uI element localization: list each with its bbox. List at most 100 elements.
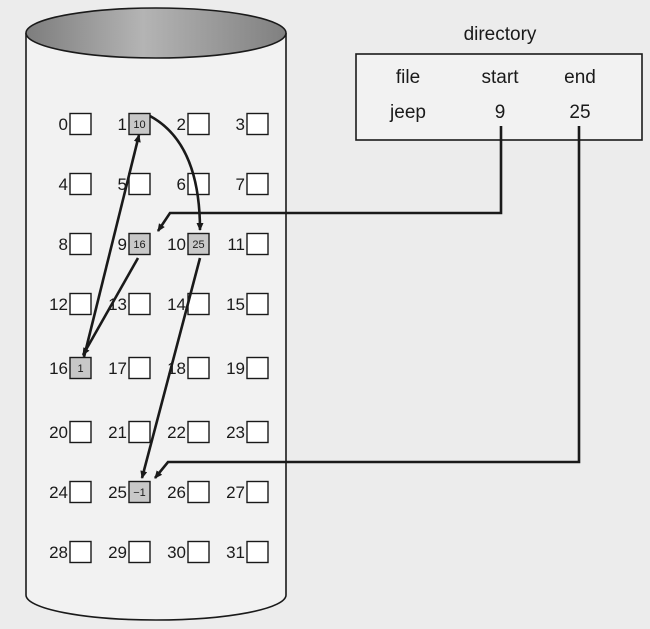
block-number: 22 (167, 423, 186, 442)
block-number: 13 (108, 295, 127, 314)
next-block-pointer: 25 (192, 239, 204, 251)
block-21: 21 (108, 420, 151, 444)
block-box (128, 540, 151, 564)
block-24: 24 (49, 480, 92, 504)
header-start: start (482, 67, 520, 88)
block-number: 10 (167, 235, 186, 254)
block-22: 22 (167, 420, 210, 444)
block-box (128, 356, 151, 380)
block-number: 17 (108, 359, 127, 378)
next-block-pointer: −1 (133, 487, 146, 499)
block-box (187, 420, 210, 444)
block-number: 5 (118, 175, 127, 194)
link-16-to-1 (82, 134, 141, 358)
block-number: 20 (49, 423, 68, 442)
block-box (128, 292, 151, 316)
start-pointer-arrow (156, 126, 503, 232)
block-box (128, 420, 151, 444)
block-box (246, 420, 269, 444)
block-number: 19 (226, 359, 245, 378)
block-0: 0 (59, 112, 92, 136)
block-box (187, 480, 210, 504)
block-number: 4 (59, 175, 68, 194)
block-26: 26 (167, 480, 210, 504)
block-box (246, 112, 269, 136)
block-box (69, 356, 92, 380)
block-number: 9 (118, 235, 127, 254)
directory-box (355, 53, 643, 141)
block-box (187, 356, 210, 380)
block-number: 7 (236, 175, 245, 194)
block-16: 16 1 (49, 356, 92, 380)
block-29: 29 (108, 540, 151, 564)
next-block-pointer: 1 (77, 363, 83, 375)
block-4: 4 (59, 172, 92, 196)
block-number: 8 (59, 235, 68, 254)
block-3: 3 (236, 112, 269, 136)
block-number: 0 (59, 115, 68, 134)
block-number: 29 (108, 543, 127, 562)
entry-start-block: 9 (495, 102, 506, 123)
block-9: 9 16 (118, 232, 151, 256)
block-14: 14 (167, 292, 210, 316)
block-number: 11 (227, 235, 245, 254)
block-number: 21 (108, 423, 127, 442)
block-8: 8 (59, 232, 92, 256)
block-box (187, 172, 210, 196)
block-number: 26 (167, 483, 186, 502)
next-block-pointer: 16 (133, 239, 145, 251)
block-15: 15 (226, 292, 269, 316)
link-9-to-16 (81, 257, 140, 356)
entry-end-block: 25 (569, 102, 590, 123)
block-box (128, 480, 151, 504)
directory-table: directory file start end jeep 9 25 (355, 24, 643, 141)
block-box (69, 292, 92, 316)
block-box (246, 292, 269, 316)
block-box (187, 232, 210, 256)
block-number: 14 (167, 295, 186, 314)
block-box (69, 540, 92, 564)
block-number: 15 (226, 295, 245, 314)
block-box (69, 172, 92, 196)
pointer-arrows (81, 114, 581, 479)
block-number: 30 (167, 543, 186, 562)
block-10: 10 25 (167, 232, 210, 256)
block-23: 23 (226, 420, 269, 444)
block-number: 2 (177, 115, 186, 134)
block-number: 16 (49, 359, 68, 378)
block-28: 28 (49, 540, 92, 564)
block-7: 7 (236, 172, 269, 196)
block-box (246, 356, 269, 380)
block-box (246, 480, 269, 504)
directory-title: directory (464, 24, 537, 45)
block-30: 30 (167, 540, 210, 564)
block-number: 31 (226, 543, 245, 562)
block-25: 25−1 (108, 480, 151, 504)
block-box (187, 540, 210, 564)
block-box (246, 232, 269, 256)
block-number: 27 (226, 483, 245, 502)
block-number: 3 (236, 115, 245, 134)
block-box (187, 112, 210, 136)
block-11: 11 (227, 232, 269, 256)
block-number: 24 (49, 483, 68, 502)
block-number: 23 (226, 423, 245, 442)
block-27: 27 (226, 480, 269, 504)
block-number: 6 (177, 175, 186, 194)
block-box (69, 480, 92, 504)
block-31: 31 (226, 540, 269, 564)
block-number: 12 (49, 295, 68, 314)
block-number: 1 (118, 115, 127, 134)
block-box (128, 172, 151, 196)
block-12: 12 (49, 292, 92, 316)
header-file: file (396, 67, 420, 88)
entry-file-name: jeep (389, 102, 426, 123)
block-20: 20 (49, 420, 92, 444)
block-5: 5 (118, 172, 151, 196)
link-1-to-10 (149, 114, 204, 231)
block-box (246, 172, 269, 196)
